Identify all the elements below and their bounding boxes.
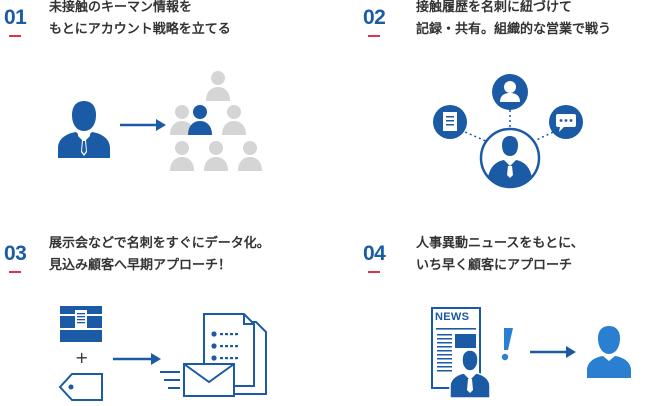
feature-01: 01 未接触のキーマン情報を もとにアカウント戦略を立てる: [0, 0, 326, 200]
org-chart-icon: [170, 71, 262, 171]
feature-title-line2: 見込み顧客へ早期アプローチ！: [49, 258, 232, 273]
person-icon: [587, 326, 631, 378]
data-sheet-icon: [160, 313, 267, 397]
network-icon: [433, 74, 583, 189]
feature-title: 接触履歴を名刺に紐づけて 記録・共有。組織的な営業で戦う: [416, 0, 611, 41]
number-accent-bar: [368, 35, 380, 37]
businessman-icon: [58, 101, 110, 158]
feature-title-line2: いち早く顧客にアプローチ: [416, 258, 573, 273]
feature-03: 03 展示会などで名刺をすぐにデータ化。 見込み顧客へ早期アプローチ！ +: [0, 200, 326, 404]
feature-title: 未接触のキーマン情報を もとにアカウント戦略を立てる: [49, 0, 231, 41]
mail-icon: [183, 363, 235, 397]
person-node-icon: [492, 74, 528, 110]
feature-title: 展示会などで名刺をすぐにデータ化。 見込み顧客へ早期アプローチ！: [49, 233, 270, 277]
news-label: NEWS: [435, 311, 470, 323]
number-accent-bar: [9, 35, 21, 37]
feature-number: 03: [4, 242, 27, 265]
businessman-icon: [479, 127, 541, 189]
card-box-icon: [60, 306, 102, 342]
chat-icon: [549, 105, 583, 139]
feature-04: 04 人事異動ニュースをもとに、 いち早く顧客にアプローチ NEWS: [326, 200, 653, 404]
plus-sign: +: [75, 348, 89, 367]
feature-title-line1: 接触履歴を名刺に紐づけて: [416, 0, 573, 15]
exclamation-icon: [501, 328, 513, 361]
feature-title-line1: 展示会などで名刺をすぐにデータ化。: [49, 236, 270, 251]
feature-title-line1: 未接触のキーマン情報を: [49, 0, 193, 15]
feature-title: 人事異動ニュースをもとに、 いち早く顧客にアプローチ: [416, 233, 584, 277]
feature-title-line1: 人事異動ニュースをもとに、: [416, 236, 584, 251]
feature-number: 01: [4, 6, 27, 29]
arrow-right-icon: [530, 346, 576, 358]
feature-02: 02 接触履歴を名刺に紐づけて 記録・共有。組織的な営業で戦う: [326, 0, 653, 200]
arrow-right-icon: [120, 119, 166, 131]
tag-icon: [58, 373, 103, 401]
feature-title-line2: 記録・共有。組織的な営業で戦う: [416, 22, 612, 37]
number-accent-bar: [368, 271, 380, 273]
feature-number: 02: [363, 6, 386, 29]
number-accent-bar: [9, 271, 21, 273]
newspaper-icon: NEWS: [430, 306, 490, 398]
feature-title-line2: もとにアカウント戦略を立てる: [49, 22, 231, 37]
document-icon: [433, 105, 467, 139]
arrow-right-icon: [113, 353, 161, 365]
feature-number: 04: [363, 242, 386, 265]
